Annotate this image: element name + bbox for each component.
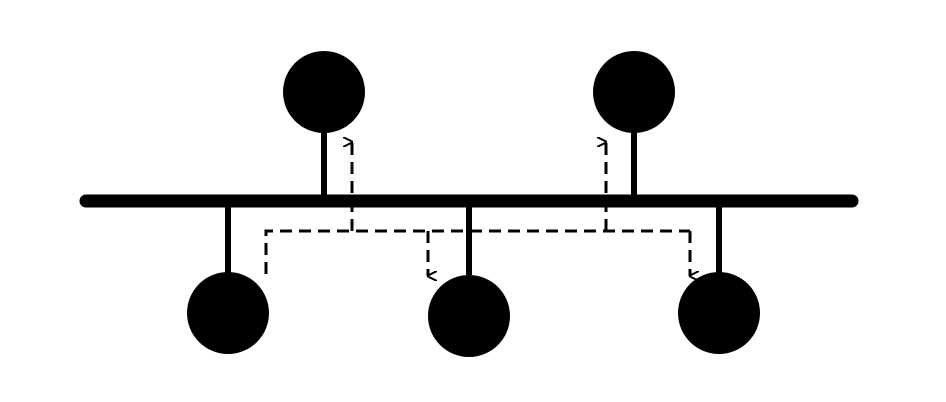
signal-path (264, 142, 690, 276)
node-bottom-right (678, 272, 760, 354)
node-top-right (593, 51, 675, 133)
node-top-left (283, 51, 365, 133)
node-bottom-left (187, 272, 269, 354)
signal-trunk (264, 229, 690, 274)
node-bottom-middle (428, 275, 510, 357)
